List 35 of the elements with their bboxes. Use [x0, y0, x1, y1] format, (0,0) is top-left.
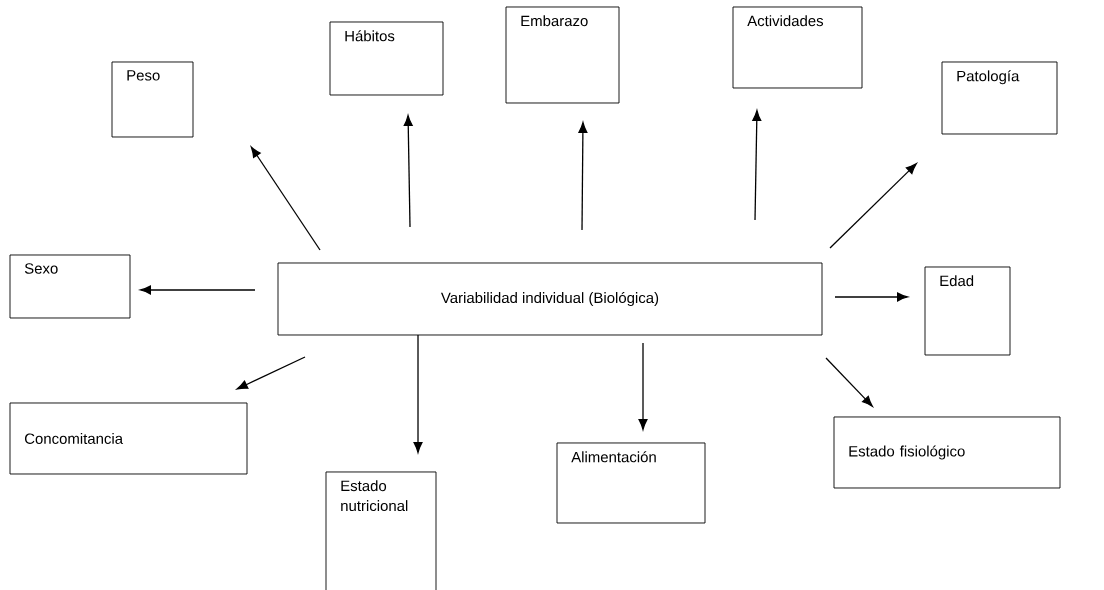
arrow: [413, 334, 423, 454]
arrow: [829, 163, 917, 249]
box-label: Embarazo: [521, 15, 588, 27]
box: [111, 61, 194, 138]
box-label: Patología: [957, 70, 1020, 85]
box-label: Alimentación: [571, 451, 656, 463]
box: [9, 402, 248, 475]
box-label: Concomitancia: [24, 433, 124, 444]
box-label: Estado fisiológico: [849, 445, 965, 460]
box-label: Edad: [940, 275, 974, 287]
box: [329, 21, 444, 96]
arrow: [834, 292, 909, 302]
arrow: [578, 121, 588, 231]
box-label: Actividades: [747, 15, 824, 27]
box-label: Estado nutricional: [341, 480, 408, 512]
box: [277, 262, 823, 336]
box: [941, 61, 1058, 135]
box: [325, 471, 437, 590]
arrow: [825, 357, 873, 407]
box: [505, 6, 620, 104]
box-label: Peso: [127, 70, 160, 81]
box-label: Hábitos: [345, 30, 395, 42]
box: [556, 442, 706, 524]
arrow: [139, 285, 256, 295]
arrow: [236, 356, 306, 390]
box: [833, 416, 1061, 489]
box: [924, 266, 1011, 356]
arrow: [403, 114, 413, 228]
box-label: Sexo: [24, 263, 58, 274]
box: [732, 6, 863, 89]
arrow: [250, 146, 321, 251]
arrow: [638, 342, 648, 431]
box-label: Variabilidad individual (Biológica): [440, 291, 659, 307]
arrow: [752, 109, 762, 221]
box: [9, 254, 131, 319]
